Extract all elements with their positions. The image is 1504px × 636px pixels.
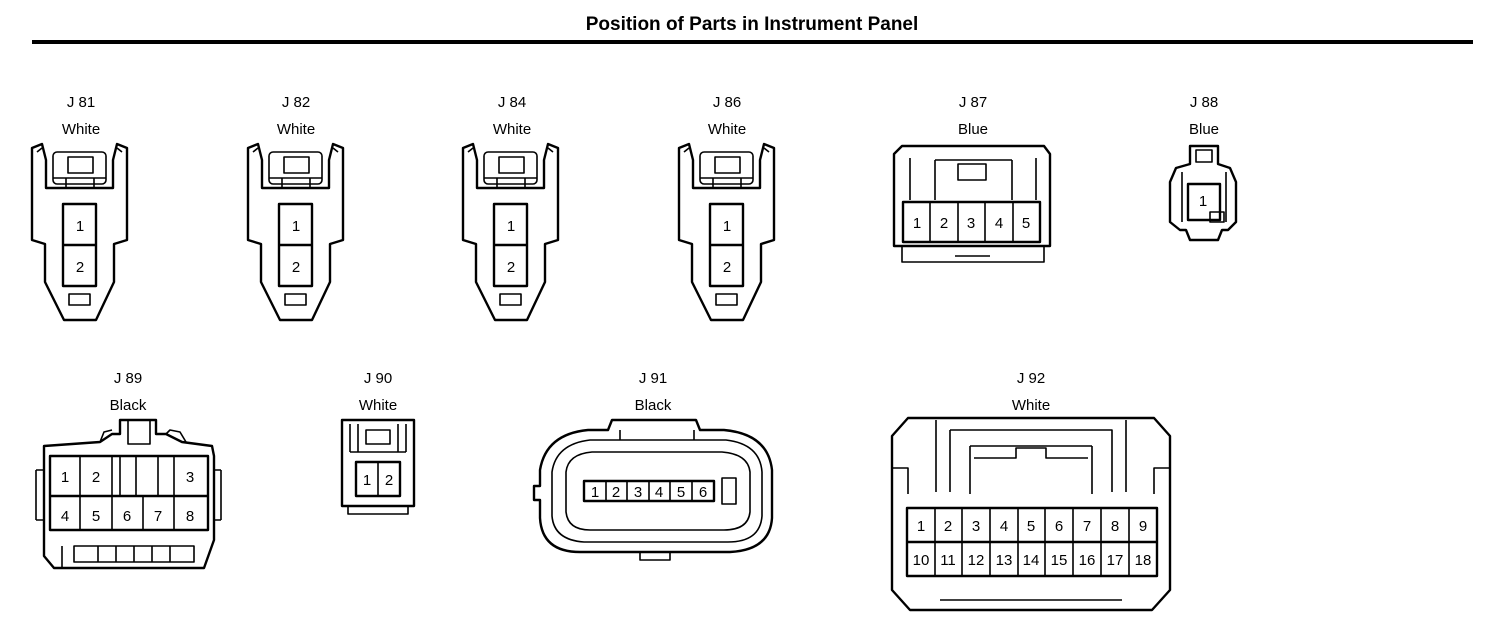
connector-j90-pin-1: 1 xyxy=(363,472,371,489)
connector-j82-pin-2: 2 xyxy=(292,259,300,276)
connector-j87: 1 2 3 4 5 xyxy=(892,144,1052,263)
connector-j89-pin-2: 2 xyxy=(92,469,100,486)
page-title: Position of Parts in Instrument Panel xyxy=(585,14,919,35)
connector-j91: 1 2 3 4 5 6 xyxy=(532,418,774,561)
connector-j89-color: Black xyxy=(109,397,147,414)
connector-j89-pin-1: 1 xyxy=(61,469,69,486)
connector-j92-color: White xyxy=(1011,397,1051,414)
connector-j90-pin-2: 2 xyxy=(385,472,393,489)
connector-j88-color: Blue xyxy=(1188,121,1220,138)
connector-j91-pin-4: 4 xyxy=(655,484,663,501)
connector-j81-color: White xyxy=(61,121,101,138)
connector-j89-pin-5: 5 xyxy=(92,508,100,525)
connector-j89-pin-4: 4 xyxy=(61,508,69,525)
connector-j81-pin-2: 2 xyxy=(76,259,84,276)
connector-j84: 1 2 xyxy=(461,142,560,322)
connector-j87-pin-5: 5 xyxy=(1022,215,1030,232)
connector-j92-pin-18: 18 xyxy=(1135,552,1152,569)
connector-j92-pin-10: 10 xyxy=(913,552,930,569)
connector-j87-pin-2: 2 xyxy=(940,215,948,232)
connector-j81-name: J 81 xyxy=(66,94,96,111)
connector-j92-pin-8: 8 xyxy=(1111,518,1119,535)
connector-j87-color: Blue xyxy=(957,121,989,138)
connector-j91-pin-5: 5 xyxy=(677,484,685,501)
connector-j86: 1 2 xyxy=(677,142,776,322)
connector-j84-name: J 84 xyxy=(497,94,527,111)
connector-j90-color: White xyxy=(358,397,398,414)
connector-j81: 1 2 xyxy=(30,142,129,322)
connector-j89-pin-8: 8 xyxy=(186,508,194,525)
connector-j86-pin-1: 1 xyxy=(723,218,731,235)
connector-j86-name: J 86 xyxy=(712,94,742,111)
connector-j92-pin-9: 9 xyxy=(1139,518,1147,535)
connector-j82-name: J 82 xyxy=(281,94,311,111)
connector-j89-pin-7: 7 xyxy=(154,508,162,525)
connector-j92-pin-14: 14 xyxy=(1023,552,1040,569)
connector-j88-name: J 88 xyxy=(1189,94,1219,111)
connector-j89: 1 2 3 4 5 6 7 8 xyxy=(35,418,222,570)
connector-j92-name: J 92 xyxy=(1016,370,1046,387)
connector-j89-pin-3: 3 xyxy=(186,469,194,486)
connector-j92-pin-11: 11 xyxy=(940,552,956,569)
connector-j89-pin-6: 6 xyxy=(123,508,131,525)
connector-j84-color: White xyxy=(492,121,532,138)
connector-j86-color: White xyxy=(707,121,747,138)
connector-j89-name: J 89 xyxy=(113,370,143,387)
connector-j88: 1 xyxy=(1168,144,1238,242)
connector-j92-pin-3: 3 xyxy=(972,518,980,535)
connector-j91-name: J 91 xyxy=(638,370,668,387)
connector-j87-pin-3: 3 xyxy=(967,215,975,232)
connector-j91-color: Black xyxy=(634,397,672,414)
connector-j81-pin-1: 1 xyxy=(76,218,84,235)
connector-j92-pin-4: 4 xyxy=(1000,518,1008,535)
connector-j84-pin-2: 2 xyxy=(507,259,515,276)
connector-j87-pin-4: 4 xyxy=(995,215,1003,232)
connector-j92-pin-13: 13 xyxy=(996,552,1013,569)
connector-j92-pin-16: 16 xyxy=(1079,552,1096,569)
connector-j90-name: J 90 xyxy=(363,370,393,387)
title-rule xyxy=(32,40,1473,44)
connector-j91-pin-6: 6 xyxy=(699,484,707,501)
connector-j84-pin-1: 1 xyxy=(507,218,515,235)
connector-j91-pin-1: 1 xyxy=(591,484,599,501)
connector-j92-pin-17: 17 xyxy=(1107,552,1124,569)
connector-j90: 1 2 xyxy=(340,418,416,515)
connector-j91-pin-3: 3 xyxy=(634,484,642,501)
connector-j86-pin-2: 2 xyxy=(723,259,731,276)
connector-j92-pin-1: 1 xyxy=(917,518,925,535)
connector-j82: 1 2 xyxy=(246,142,345,322)
connector-j82-pin-1: 1 xyxy=(292,218,300,235)
connector-j88-pin-1: 1 xyxy=(1199,193,1207,210)
connector-j92-pin-7: 7 xyxy=(1083,518,1091,535)
connector-j92-pin-5: 5 xyxy=(1027,518,1035,535)
connector-j87-pin-1: 1 xyxy=(913,215,921,232)
connector-j82-color: White xyxy=(276,121,316,138)
connector-j91-pin-2: 2 xyxy=(612,484,620,501)
connector-j92-pin-15: 15 xyxy=(1051,552,1068,569)
connector-j92-pin-2: 2 xyxy=(944,518,952,535)
connector-j92: 1 2 3 4 5 6 7 8 9 10 11 12 13 14 15 16 1… xyxy=(890,416,1172,612)
connector-j87-name: J 87 xyxy=(958,94,988,111)
connector-j92-pin-6: 6 xyxy=(1055,518,1063,535)
connector-j92-pin-12: 12 xyxy=(968,552,985,569)
